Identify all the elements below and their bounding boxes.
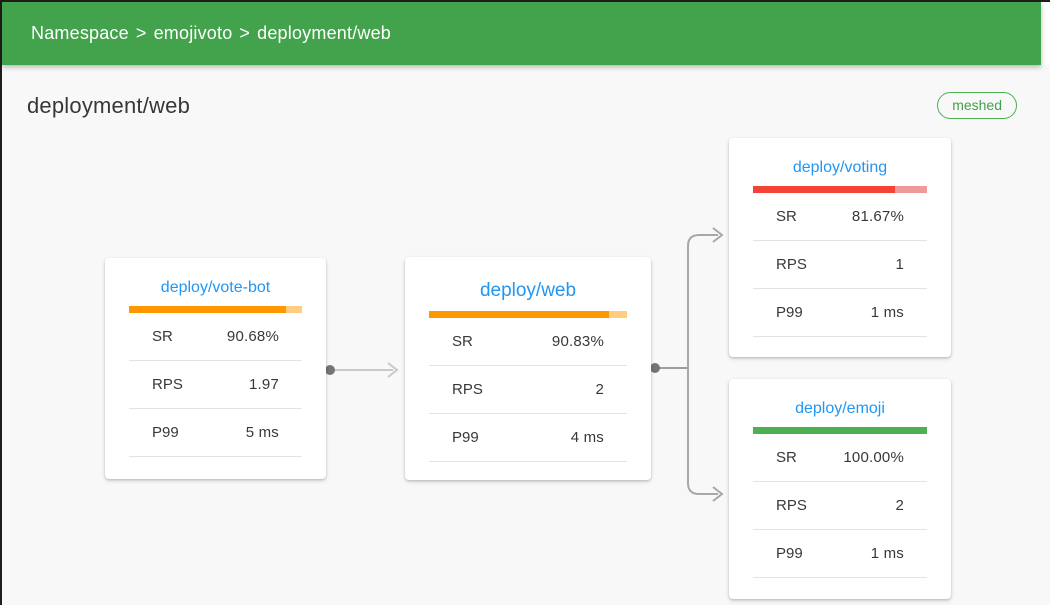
metric-row-sr: SR 100.00% — [753, 434, 927, 482]
title-row: deployment/web meshed — [2, 65, 1050, 119]
metric-value: 90.83% — [551, 333, 604, 350]
node-deploy-vote-bot: deploy/vote-bot SR 90.68% RPS 1.97 P99 5… — [105, 258, 326, 479]
metric-value: 1 — [895, 256, 904, 273]
success-rate-bar — [129, 306, 302, 313]
node-title-link[interactable]: deploy/emoji — [795, 400, 885, 417]
node-deploy-web: deploy/web SR 90.83% RPS 2 P99 4 ms — [405, 257, 651, 480]
metric-label: P99 — [776, 304, 803, 321]
breadcrumb-deployment-web: deployment/web — [257, 23, 392, 43]
metric-label: RPS — [776, 497, 807, 514]
arrowhead-icon — [712, 227, 724, 243]
edge-web-to-emoji — [687, 368, 724, 502]
metric-label: P99 — [152, 424, 179, 441]
metric-label: P99 — [452, 429, 479, 446]
metric-label: SR — [152, 328, 173, 345]
metric-row-rps: RPS 1 — [753, 241, 927, 289]
metric-label: P99 — [776, 545, 803, 562]
namespace-appbar: Namespace > emojivoto > deployment/web — [2, 2, 1041, 65]
arrowhead-icon — [712, 486, 724, 502]
metric-row-p99: P99 4 ms — [429, 414, 627, 462]
metric-label: SR — [452, 333, 473, 350]
metric-value: 81.67% — [851, 208, 904, 225]
metric-label: SR — [776, 208, 797, 225]
metric-label: RPS — [152, 376, 183, 393]
header-row: Namespace > emojivoto > deployment/web — [2, 2, 1050, 65]
node-title-link[interactable]: deploy/vote-bot — [160, 279, 271, 296]
metric-value: 90.68% — [226, 328, 279, 345]
metrics-table: SR 81.67% RPS 1 P99 1 ms — [753, 193, 927, 337]
success-rate-bar — [429, 311, 627, 318]
metric-value: 4 ms — [570, 429, 604, 446]
breadcrumb-separator: > — [135, 23, 147, 43]
metric-row-rps: RPS 2 — [753, 482, 927, 530]
metric-row-sr: SR 81.67% — [753, 193, 927, 241]
node-title-link[interactable]: deploy/voting — [792, 159, 888, 176]
meshed-badge: meshed — [937, 92, 1017, 119]
breadcrumb-emojivoto[interactable]: emojivoto — [153, 23, 233, 43]
metric-label: RPS — [452, 381, 483, 398]
success-rate-bar — [753, 186, 927, 193]
metric-row-p99: P99 1 ms — [753, 289, 927, 337]
breadcrumb-separator: > — [239, 23, 251, 43]
breadcrumb: Namespace > emojivoto > deployment/web — [31, 23, 391, 44]
success-rate-bar — [753, 427, 927, 434]
metric-value: 2 — [595, 381, 604, 398]
metric-row-rps: RPS 2 — [429, 366, 627, 414]
edge-web-trunk — [650, 363, 688, 373]
edge-source-dot — [325, 365, 335, 375]
metric-row-p99: P99 1 ms — [753, 530, 927, 578]
metrics-table: SR 90.83% RPS 2 P99 4 ms — [429, 318, 627, 462]
metrics-table: SR 100.00% RPS 2 P99 1 ms — [753, 434, 927, 578]
metric-row-sr: SR 90.68% — [129, 313, 302, 361]
node-deploy-emoji: deploy/emoji SR 100.00% RPS 2 P99 1 ms — [729, 379, 951, 599]
metric-row-sr: SR 90.83% — [429, 318, 627, 366]
edge-votebot-to-web — [325, 362, 399, 378]
page-title: deployment/web — [27, 92, 191, 118]
metrics-table: SR 90.68% RPS 1.97 P99 5 ms — [129, 313, 302, 457]
metric-value: 1.97 — [249, 376, 279, 393]
metric-label: SR — [776, 449, 797, 466]
node-title-link[interactable]: deploy/web — [479, 280, 577, 301]
breadcrumb-namespace[interactable]: Namespace — [31, 23, 129, 43]
edge-source-dot — [650, 363, 660, 373]
metric-value: 2 — [895, 497, 904, 514]
metric-label: RPS — [776, 256, 807, 273]
metric-value: 1 ms — [870, 545, 904, 562]
edge-web-to-voting — [687, 227, 724, 368]
metric-value: 100.00% — [843, 449, 904, 466]
metric-value: 5 ms — [245, 424, 279, 441]
metric-row-p99: P99 5 ms — [129, 409, 302, 457]
arrowhead-icon — [387, 362, 399, 378]
metric-value: 1 ms — [870, 304, 904, 321]
node-deploy-voting: deploy/voting SR 81.67% RPS 1 P99 1 ms — [729, 138, 951, 357]
metric-row-rps: RPS 1.97 — [129, 361, 302, 409]
